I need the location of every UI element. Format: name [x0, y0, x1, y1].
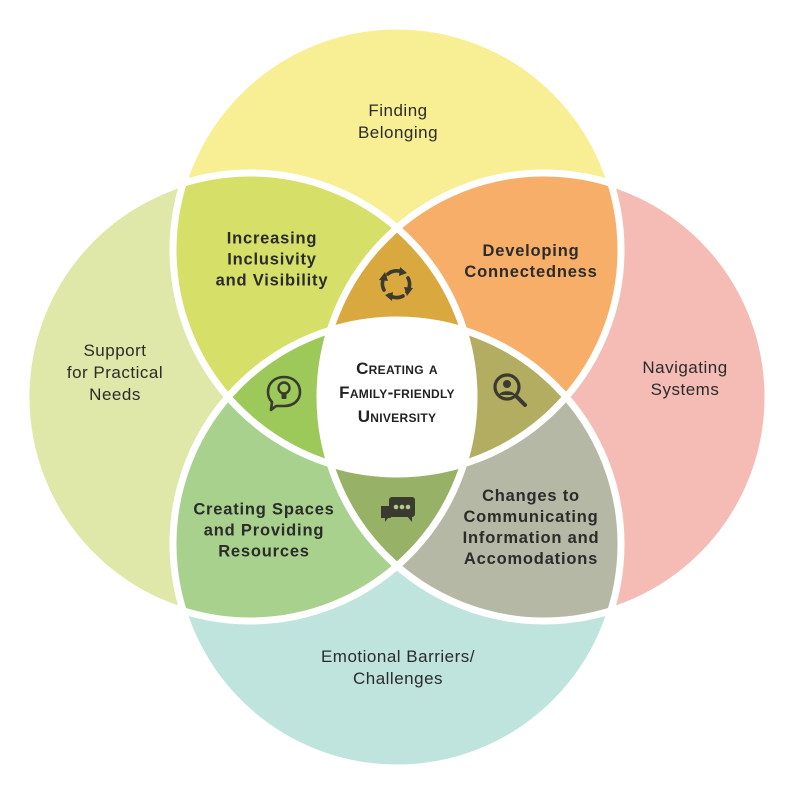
lens-bottom — [320, 320, 474, 621]
label-changes-communicating: Changes to Communicating Information and… — [462, 487, 600, 568]
label-support-practical-needs: Support for Practical Needs — [66, 341, 164, 404]
chat-bubbles-icon — [381, 497, 415, 522]
center-title: Creating a Family-friendly University — [339, 359, 455, 426]
label-emotional-barriers: Emotional Barriers/ Challenges — [320, 647, 476, 688]
label-developing-connectedness: Developing Connectedness — [464, 242, 598, 281]
separator-right — [316, 169, 772, 625]
label-increasing-inclusivity: Increasing Inclusivity and Visibility — [215, 229, 329, 290]
lens-left — [173, 320, 474, 474]
label-finding-belonging: Finding Belonging — [357, 101, 439, 142]
label-navigating-systems: Navigating Systems — [642, 358, 728, 399]
lens-right — [320, 320, 621, 474]
lightbulb-chat-icon — [266, 375, 302, 412]
label-creating-spaces: Creating Spaces and Providing Resources — [193, 500, 335, 561]
separator-left — [22, 169, 478, 625]
lens-top — [320, 173, 474, 474]
person-search-icon — [493, 373, 527, 407]
separator-bottom — [169, 316, 625, 772]
separator-top — [169, 22, 625, 478]
refresh-cycle-icon — [379, 267, 413, 301]
